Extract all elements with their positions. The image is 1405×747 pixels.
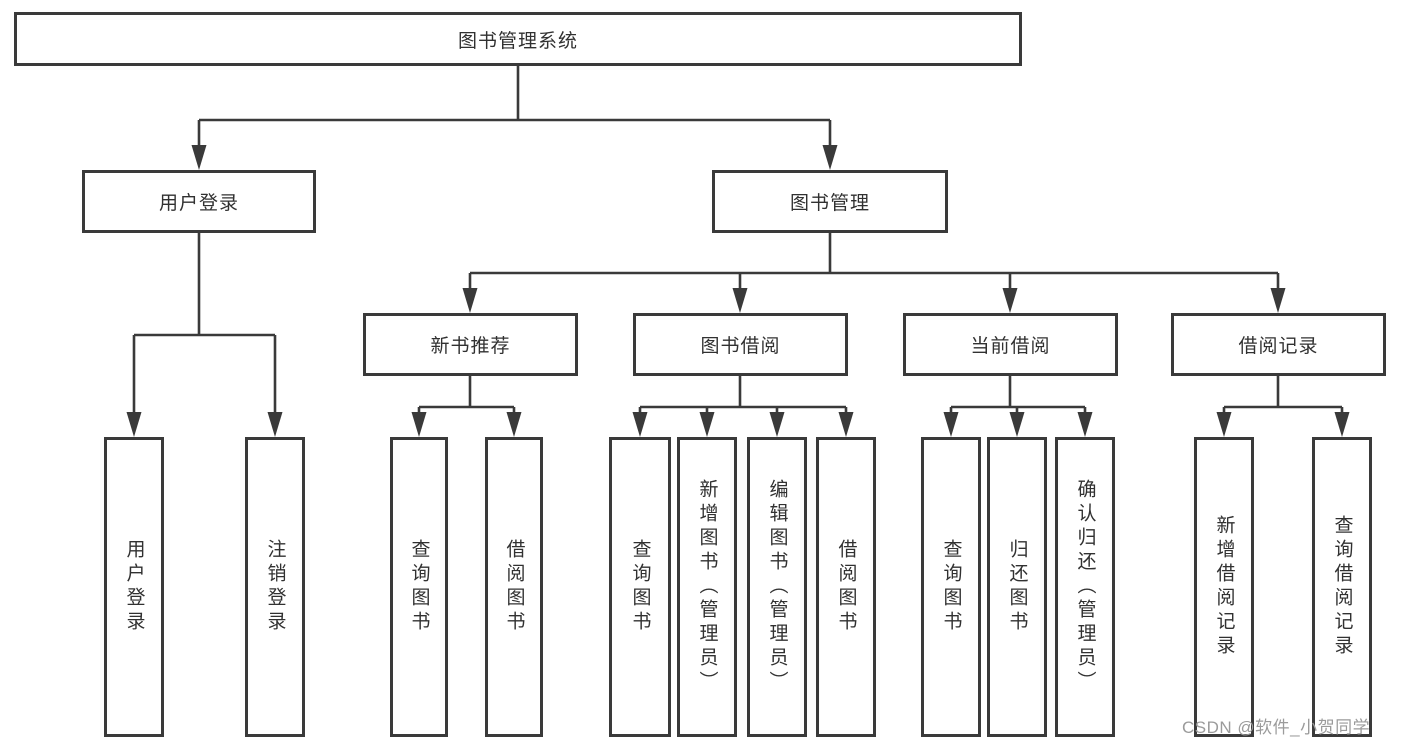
leaf-borrowing-edit-books-admin: 编辑图书（管理员） <box>747 437 807 737</box>
arrowheads-level2 <box>462 288 1286 313</box>
leaf-recommend-query-books: 查询图书 <box>390 437 448 737</box>
node-new-book-recommend-label: 新书推荐 <box>430 336 511 357</box>
leaf-current-query-books: 查询图书 <box>921 437 981 737</box>
node-user-login: 用户登录 <box>82 170 316 233</box>
leaf-current-return-books: 归还图书 <box>987 437 1047 737</box>
node-book-management: 图书管理 <box>712 170 948 233</box>
node-book-borrowing: 图书借阅 <box>633 313 848 376</box>
leaf-user-login: 用户登录 <box>104 437 164 737</box>
arrowheads-level1 <box>191 145 838 170</box>
csdn-watermark: CSDN @软件_小贺同学 <box>1182 718 1371 737</box>
leaf-current-confirm-return-admin-label: 确认归还（管理员） <box>1074 479 1096 695</box>
node-book-borrowing-label: 图书借阅 <box>700 336 781 357</box>
connector-user-login-group <box>132 233 277 414</box>
node-borrowing-records: 借阅记录 <box>1171 313 1386 376</box>
leaf-records-query-record-label: 查询借阅记录 <box>1331 515 1353 659</box>
leaf-records-query-record: 查询借阅记录 <box>1312 437 1372 737</box>
leaf-records-add-record-label: 新增借阅记录 <box>1213 515 1235 659</box>
leaf-recommend-borrow-books-label: 借阅图书 <box>503 539 525 635</box>
leaf-records-add-record: 新增借阅记录 <box>1194 437 1254 737</box>
leaf-borrowing-edit-books-admin-label: 编辑图书（管理员） <box>766 479 788 695</box>
node-root-system-label: 图书管理系统 <box>457 30 578 52</box>
leaf-borrowing-borrow-books: 借阅图书 <box>816 437 876 737</box>
leaf-borrowing-add-books-admin-label: 新增图书（管理员） <box>696 479 718 695</box>
node-new-book-recommend: 新书推荐 <box>363 313 578 376</box>
leaf-recommend-borrow-books: 借阅图书 <box>485 437 543 737</box>
connector-book-management-to-level2 <box>468 233 1280 290</box>
connector-borrowing-records-group <box>1222 376 1344 414</box>
connector-book-borrowing-group <box>638 376 848 414</box>
leaf-user-login-label: 用户登录 <box>123 539 145 635</box>
leaf-borrowing-borrow-books-label: 借阅图书 <box>835 539 857 635</box>
leaf-current-confirm-return-admin: 确认归还（管理员） <box>1055 437 1115 737</box>
arrowheads-new-book-recommend-group <box>411 412 522 437</box>
arrowheads-borrowing-records-group <box>1216 412 1350 437</box>
leaf-borrowing-query-books-label: 查询图书 <box>629 539 651 635</box>
leaf-borrowing-query-books: 查询图书 <box>609 437 671 737</box>
leaf-recommend-query-books-label: 查询图书 <box>408 539 430 635</box>
leaf-logout: 注销登录 <box>245 437 305 737</box>
leaf-current-return-books-label: 归还图书 <box>1006 539 1028 635</box>
node-root-system: 图书管理系统 <box>14 12 1022 66</box>
connector-root-to-level1 <box>197 66 832 148</box>
node-user-login-label: 用户登录 <box>158 193 239 214</box>
arrowheads-current-borrowing-group <box>943 412 1093 437</box>
connector-current-borrowing-group <box>949 376 1087 414</box>
leaf-current-query-books-label: 查询图书 <box>940 539 962 635</box>
arrowheads-book-borrowing-group <box>632 412 854 437</box>
node-current-borrowing: 当前借阅 <box>903 313 1118 376</box>
node-borrowing-records-label: 借阅记录 <box>1238 336 1319 357</box>
node-book-management-label: 图书管理 <box>789 193 870 214</box>
leaf-borrowing-add-books-admin: 新增图书（管理员） <box>677 437 737 737</box>
arrowheads-user-login-group <box>126 412 283 437</box>
node-current-borrowing-label: 当前借阅 <box>970 336 1051 357</box>
leaf-logout-label: 注销登录 <box>264 539 286 635</box>
connector-new-book-recommend-group <box>417 376 516 414</box>
